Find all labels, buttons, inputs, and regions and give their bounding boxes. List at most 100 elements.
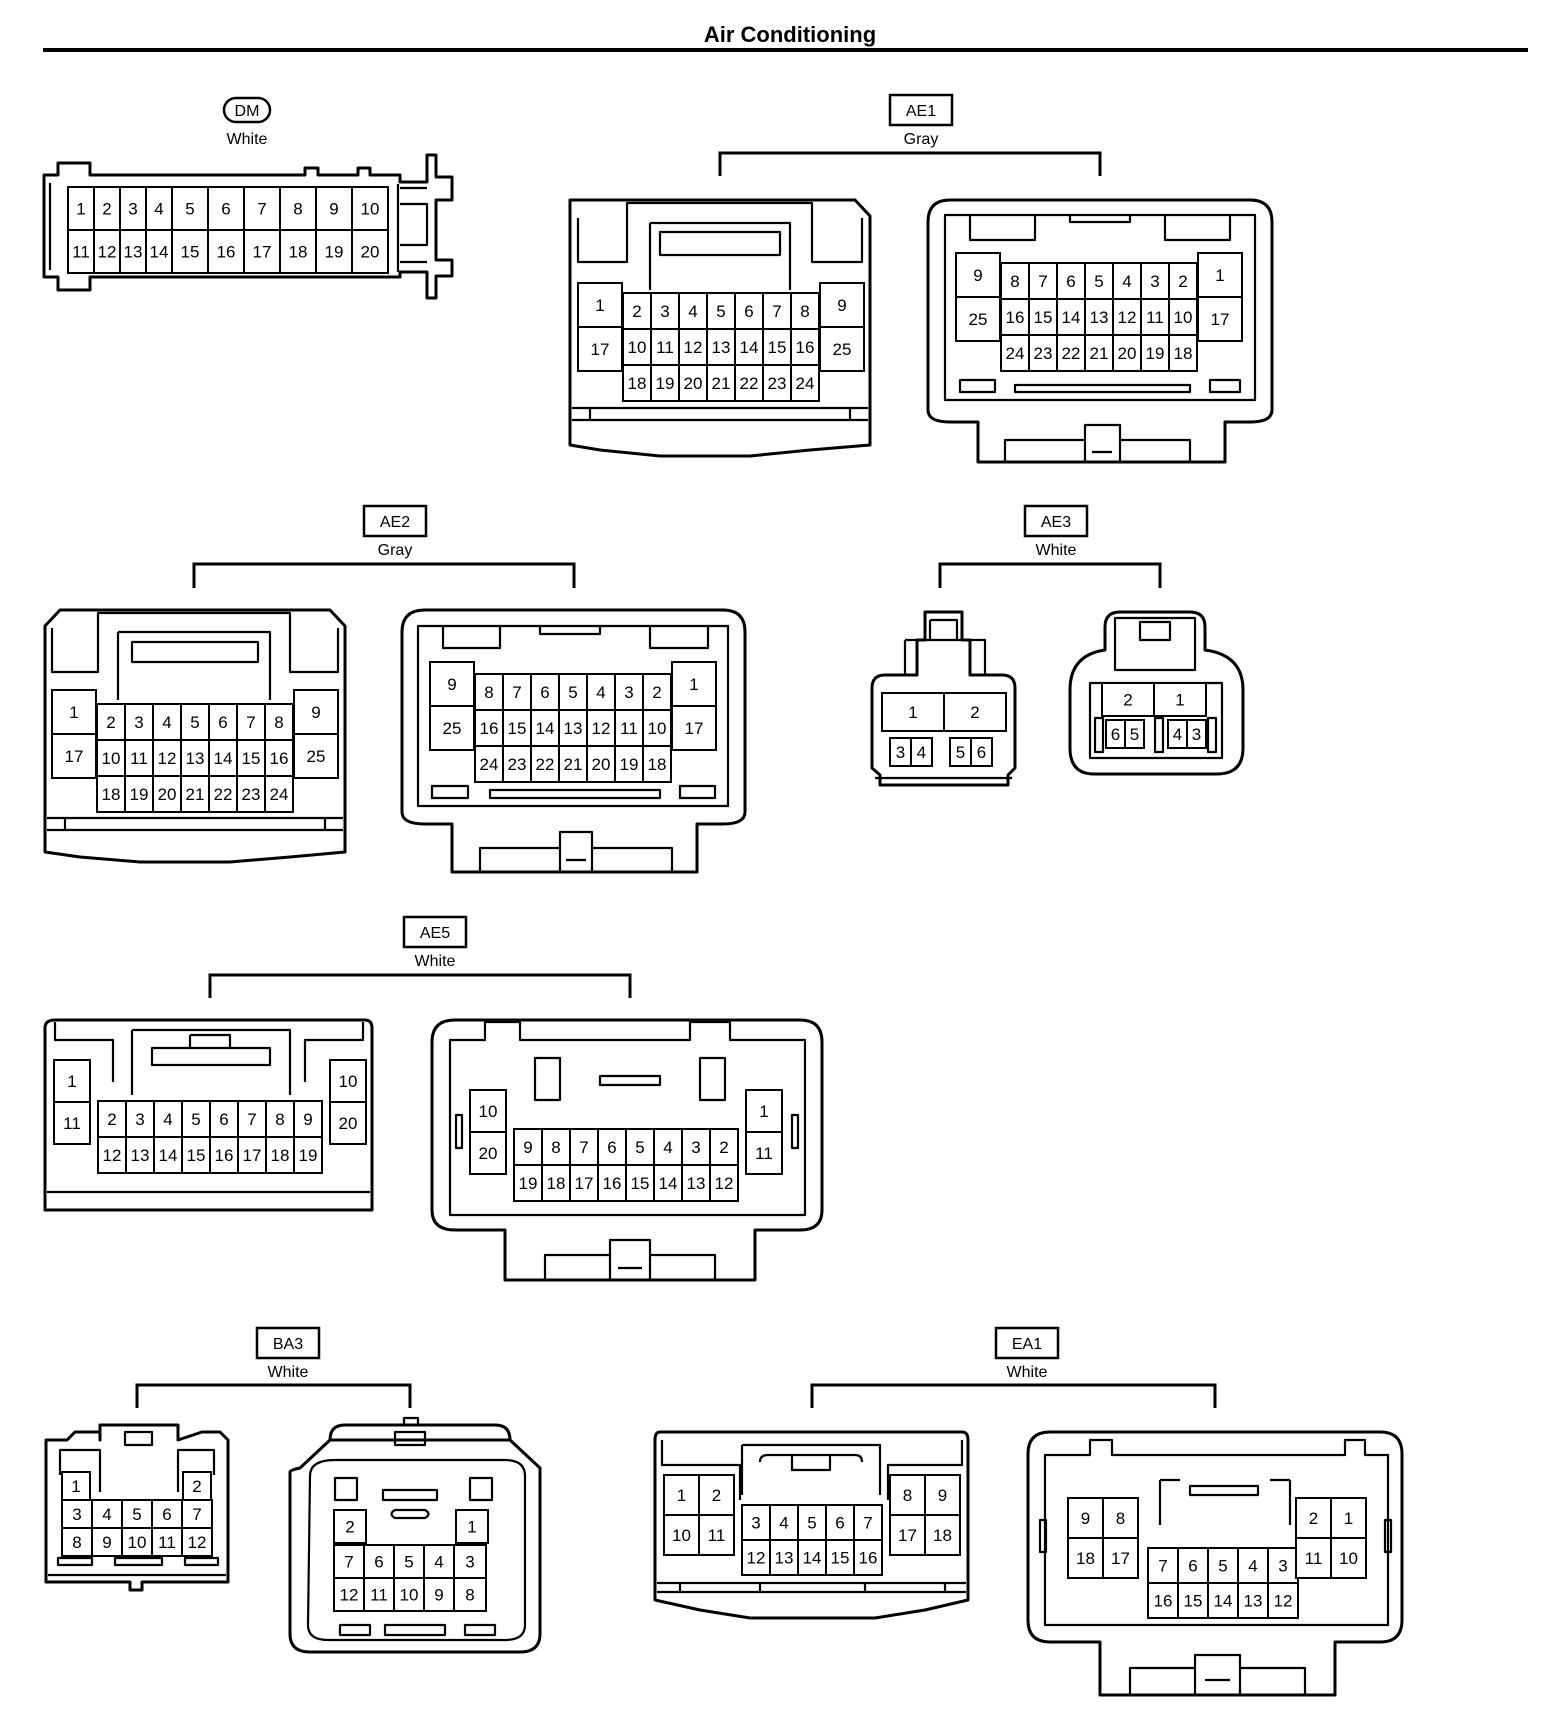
pin-number: 19 [1146, 344, 1165, 363]
pin-cell [236, 739, 266, 777]
pin-number: 3 [135, 1110, 144, 1129]
connector-ae3-left [870, 610, 1017, 787]
pin-number: 2 [192, 1477, 201, 1496]
pin-number: 21 [1090, 344, 1109, 363]
pin-number: 20 [1118, 344, 1137, 363]
connector-id-badge [888, 93, 954, 127]
pin-cell [1067, 1537, 1104, 1579]
pin-number: 6 [219, 1110, 228, 1129]
pin-number: 19 [656, 374, 675, 393]
pin-cell [819, 282, 865, 328]
pin-cell [614, 745, 644, 783]
pin-cell [970, 737, 993, 767]
pin-number: 18 [271, 1146, 290, 1165]
pin-number: 25 [969, 310, 988, 329]
pin-number: 1 [1344, 1509, 1353, 1528]
pin-number: 2 [345, 1518, 354, 1537]
pin-number: 9 [447, 675, 456, 694]
pin-number: 7 [344, 1553, 353, 1572]
pin-number: 7 [247, 1110, 256, 1129]
pin-cell [1112, 334, 1142, 372]
pin-grid-ae1-right-right-col: 117 [1197, 252, 1243, 342]
pin-number: 1 [689, 675, 698, 694]
pin-number: 7 [257, 200, 266, 219]
pin-cell [152, 775, 182, 813]
pin-number: 16 [215, 1146, 234, 1165]
pin-number: 1 [76, 200, 85, 219]
pin-cell [924, 1474, 961, 1516]
pin-cell [1028, 298, 1058, 336]
pin-cell [650, 364, 680, 402]
pin-cell [279, 186, 317, 231]
pin-number: 6 [1111, 725, 1120, 744]
pin-number: 3 [1150, 272, 1159, 291]
pin-number: 3 [660, 302, 669, 321]
pin-cell [363, 1577, 395, 1612]
pin-number: 8 [293, 200, 302, 219]
connector-id: BA3 [273, 1336, 303, 1353]
pin-number: 1 [467, 1518, 476, 1537]
pin-number: 24 [796, 374, 815, 393]
pin-number: 8 [1116, 1509, 1125, 1528]
pin-number: 15 [831, 1549, 850, 1568]
connector-pair-bracket [192, 562, 576, 588]
pin-cell [745, 1131, 783, 1175]
pin-cell [119, 229, 147, 274]
pin-number: 5 [807, 1514, 816, 1533]
pin-number: 10 [648, 719, 667, 738]
pin-number: 23 [768, 374, 787, 393]
pin-cell [293, 733, 339, 779]
pin-number: 18 [102, 785, 121, 804]
pin-number: 10 [1174, 308, 1193, 327]
pin-number: 14 [159, 1146, 178, 1165]
pin-number: 25 [833, 340, 852, 359]
pin-number: 12 [188, 1533, 207, 1552]
pin-number: 17 [1111, 1549, 1130, 1568]
pin-number: 1 [69, 703, 78, 722]
pin-cell [209, 1136, 239, 1174]
pin-cell [586, 745, 616, 783]
pin-cell [1186, 719, 1207, 749]
pin-number: 11 [130, 749, 148, 768]
pin-number: 9 [434, 1586, 443, 1605]
pin-number: 17 [575, 1174, 594, 1193]
pin-cell [1140, 262, 1170, 300]
pin-number: 4 [779, 1514, 788, 1533]
pin-cell [1101, 682, 1155, 717]
pin-number: 15 [768, 338, 787, 357]
pin-cell [93, 186, 121, 231]
pin-number: 6 [1188, 1557, 1197, 1576]
pin-number: 14 [150, 243, 169, 262]
pin-number: 7 [512, 683, 521, 702]
pin-cell [853, 1539, 883, 1576]
pin-number: 1 [677, 1486, 686, 1505]
pin-cell [1330, 1497, 1367, 1539]
pin-grid-ae2-left-right-col: 925 [293, 689, 339, 779]
pin-number: 13 [687, 1174, 706, 1193]
pin-cell [455, 1509, 489, 1544]
connector-ea1-right [1026, 1430, 1404, 1697]
pin-cell [1295, 1537, 1332, 1579]
pin-number: 18 [628, 374, 647, 393]
pin-cell [329, 1059, 367, 1103]
connector-dm-housing [42, 153, 454, 300]
pin-number: 5 [191, 1110, 200, 1129]
pin-number: 6 [835, 1514, 844, 1533]
pin-cell [1084, 334, 1114, 372]
connector-id: EA1 [1012, 1336, 1042, 1353]
pin-grid-ae2-right-left-col: 9 25 [429, 661, 475, 751]
pin-number: 5 [635, 1138, 644, 1157]
pin-cell [1000, 334, 1030, 372]
pin-cell [125, 1136, 155, 1174]
pin-cell [853, 1504, 883, 1541]
pin-cell [671, 661, 717, 707]
pin-number: 25 [443, 719, 462, 738]
pin-number: 14 [1214, 1592, 1233, 1611]
pin-cell [513, 1164, 543, 1202]
pin-number: 8 [1010, 272, 1019, 291]
pin-cell [1168, 298, 1198, 336]
